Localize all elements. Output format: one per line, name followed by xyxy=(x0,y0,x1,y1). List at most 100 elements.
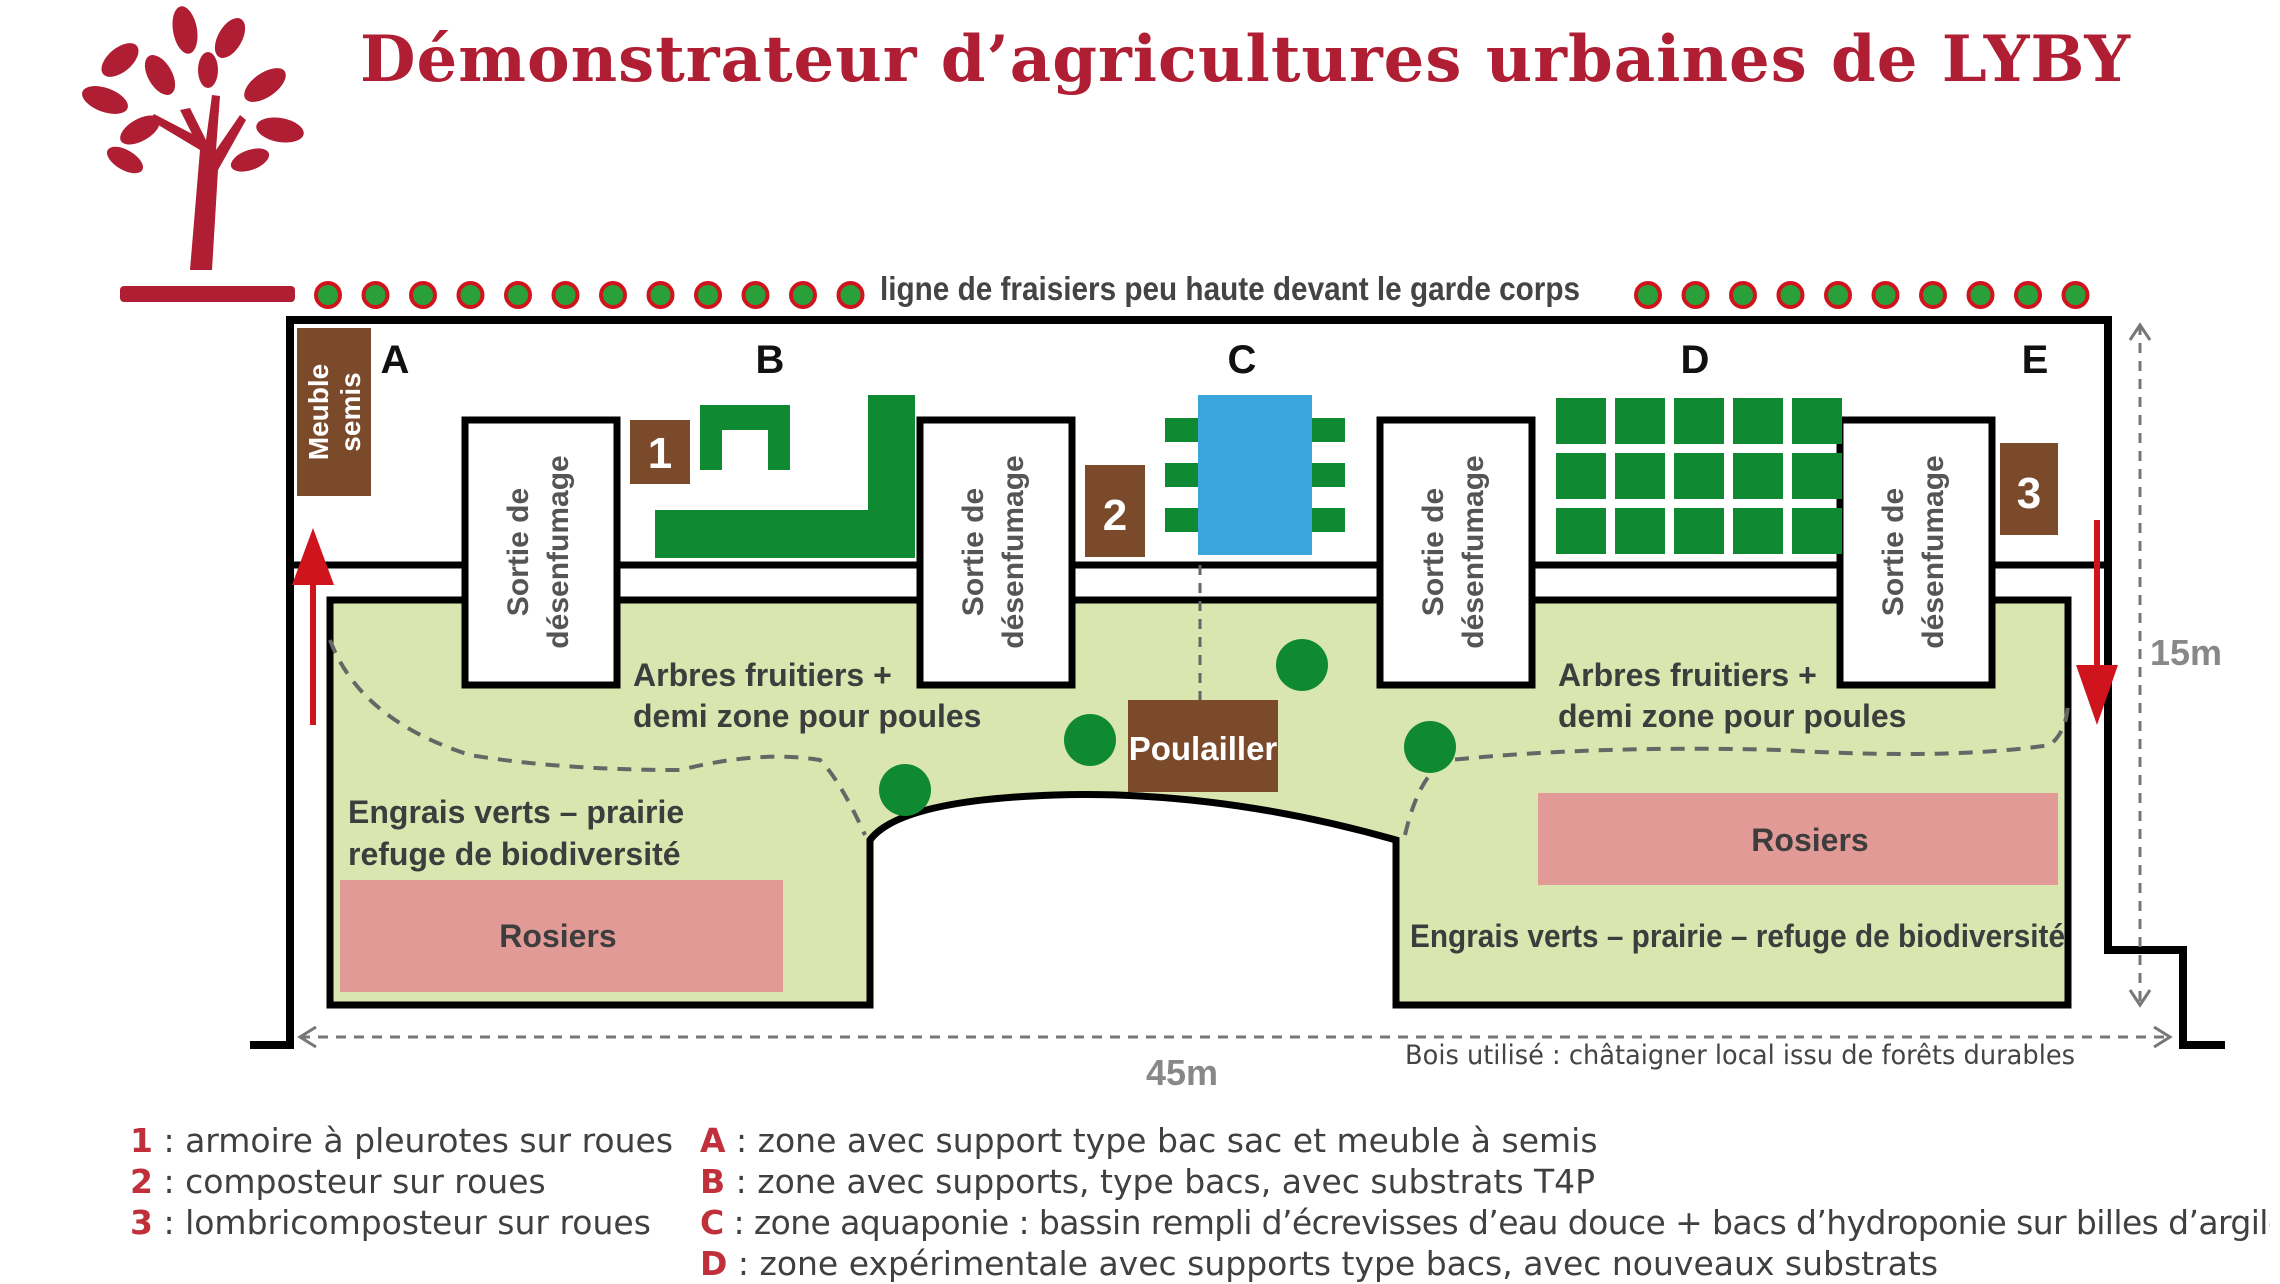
svg-text:désenfumage: désenfumage xyxy=(1917,455,1950,648)
strawberry-plant xyxy=(551,281,580,309)
strawberry-plant xyxy=(694,281,722,309)
rose-bed-right: Rosiers xyxy=(1538,793,2058,885)
experimental-bin xyxy=(1615,453,1665,499)
rose-bed-left: Rosiers xyxy=(340,880,783,992)
experimental-bin xyxy=(1556,508,1606,554)
strawberry-plant xyxy=(361,281,390,309)
strawberry-plant xyxy=(409,281,437,309)
svg-text:45m: 45m xyxy=(1146,1052,1218,1093)
strawberry-plant xyxy=(1634,281,1662,309)
strawberry-plant xyxy=(789,281,817,309)
fruit-tree xyxy=(1064,714,1116,766)
experimental-bin xyxy=(1556,398,1606,444)
page-title: Démonstrateur d’agricultures urbaines de… xyxy=(360,22,2132,97)
svg-text:1: 1 xyxy=(648,429,672,478)
orchard-right-line1: Arbres fruitiers + xyxy=(1558,657,1817,693)
zone-label-c: C xyxy=(1228,338,1257,382)
experimental-bin xyxy=(1674,508,1724,554)
svg-text:2: 2 xyxy=(1103,491,1127,540)
svg-text:Sortie de: Sortie de xyxy=(502,488,535,616)
svg-text:Rosiers: Rosiers xyxy=(499,918,616,954)
svg-text:semis: semis xyxy=(335,372,366,451)
green-manure-right: Engrais verts – prairie – refuge de biod… xyxy=(1410,918,2065,954)
zone-label-d: D xyxy=(1681,338,1710,382)
legend-item: 1 : armoire à pleurotes sur roues xyxy=(130,1121,674,1160)
green-manure-left-line2: refuge de biodiversité xyxy=(348,836,681,872)
wood-note: Bois utilisé : châtaigner local issu de … xyxy=(1405,1040,2075,1071)
experimental-bin xyxy=(1674,453,1724,499)
arrow-down-icon xyxy=(2076,520,2118,725)
strawberry-plant xyxy=(1729,281,1757,309)
composter: 2 xyxy=(1085,465,1145,557)
building-outline xyxy=(250,316,2225,1049)
svg-text:Sortie de: Sortie de xyxy=(1417,488,1450,616)
strawberry-plant xyxy=(2014,281,2042,309)
green-manure-left-line1: Engrais verts – prairie xyxy=(348,794,684,830)
fruit-tree xyxy=(879,764,931,816)
svg-text:désenfumage: désenfumage xyxy=(997,455,1030,648)
fruit-tree xyxy=(1404,721,1456,773)
experimental-bins-zone-d xyxy=(1556,398,1842,554)
experimental-bin xyxy=(1792,398,1842,444)
smoke-exit-1: Sortie de désenfumage xyxy=(461,416,621,689)
orchard-left-line1: Arbres fruitiers + xyxy=(633,657,892,693)
svg-text:Rosiers: Rosiers xyxy=(1751,822,1868,858)
smoke-exit-2: Sortie de désenfumage xyxy=(916,416,1076,689)
svg-text:Sortie de: Sortie de xyxy=(1877,488,1910,616)
worm-composter: 3 xyxy=(2000,443,2058,535)
svg-text:15m: 15m xyxy=(2150,632,2222,673)
legend-item: C : zone aquaponie : bassin rempli d’écr… xyxy=(700,1203,2270,1242)
seed-cabinet: Meuble semis xyxy=(297,328,371,496)
tree-icon xyxy=(82,6,304,302)
legend-item: 3 : lombricomposteur sur roues xyxy=(130,1203,651,1242)
strawberry-plant xyxy=(836,281,865,309)
orchard-left-line2: demi zone pour poules xyxy=(633,698,981,734)
strawberry-plant xyxy=(741,281,770,309)
aquaponics-basin xyxy=(1165,395,1345,555)
strawberry-plant xyxy=(1824,281,1852,309)
experimental-bin xyxy=(1733,398,1783,444)
smoke-exit-4: Sortie de désenfumage xyxy=(1836,416,1996,689)
svg-text:3: 3 xyxy=(2017,469,2041,518)
experimental-bin xyxy=(1674,398,1724,444)
svg-text:Sortie de: Sortie de xyxy=(957,488,990,616)
svg-text:désenfumage: désenfumage xyxy=(542,455,575,648)
strawberry-line-label: ligne de fraisiers peu haute devant le g… xyxy=(880,270,1580,307)
legend-zones: A : zone avec support type bac sac et me… xyxy=(700,1120,2270,1284)
strawberry-plant xyxy=(646,281,675,309)
legend-item: 2 : composteur sur roues xyxy=(130,1162,546,1201)
arrow-up-icon xyxy=(292,528,334,725)
fruit-tree xyxy=(1276,639,1328,691)
smoke-exit-3: Sortie de désenfumage xyxy=(1376,416,1536,689)
zone-label-a: A xyxy=(381,338,410,382)
strawberry-plant xyxy=(314,281,342,309)
experimental-bin xyxy=(1792,453,1842,499)
strawberry-plant xyxy=(1871,281,1900,309)
planters-zone-b xyxy=(655,395,915,558)
strawberry-plant xyxy=(456,281,485,309)
strawberry-plant xyxy=(1776,281,1805,309)
experimental-bin xyxy=(1733,453,1783,499)
strawberry-plant xyxy=(2061,281,2090,309)
strawberry-plant xyxy=(504,281,532,309)
legend-bins: 1 : armoire à pleurotes sur roues 2 : co… xyxy=(130,1120,673,1243)
strawberry-plant xyxy=(1966,281,1995,309)
experimental-bin xyxy=(1615,398,1665,444)
strawberry-plant xyxy=(1919,281,1947,309)
legend-item: D : zone expérimentale avec supports typ… xyxy=(700,1244,1939,1283)
orchard-right-line2: demi zone pour poules xyxy=(1558,698,1906,734)
zone-label-e: E xyxy=(2022,338,2049,382)
experimental-bin xyxy=(1792,508,1842,554)
strawberry-plant xyxy=(599,281,627,309)
oyster-mushroom-cabinet: 1 xyxy=(630,420,690,484)
legend-item: A : zone avec support type bac sac et me… xyxy=(700,1121,1598,1160)
legend-item: B : zone avec supports, type bacs, avec … xyxy=(700,1162,1596,1201)
svg-text:désenfumage: désenfumage xyxy=(1457,455,1490,648)
dimension-width: 45m xyxy=(297,1025,2173,1093)
chicken-coop: Poulailler xyxy=(1128,700,1278,792)
strawberry-plant xyxy=(1681,281,1710,309)
experimental-bin xyxy=(1733,508,1783,554)
experimental-bin xyxy=(1615,508,1665,554)
svg-text:Poulailler: Poulailler xyxy=(1129,730,1278,767)
